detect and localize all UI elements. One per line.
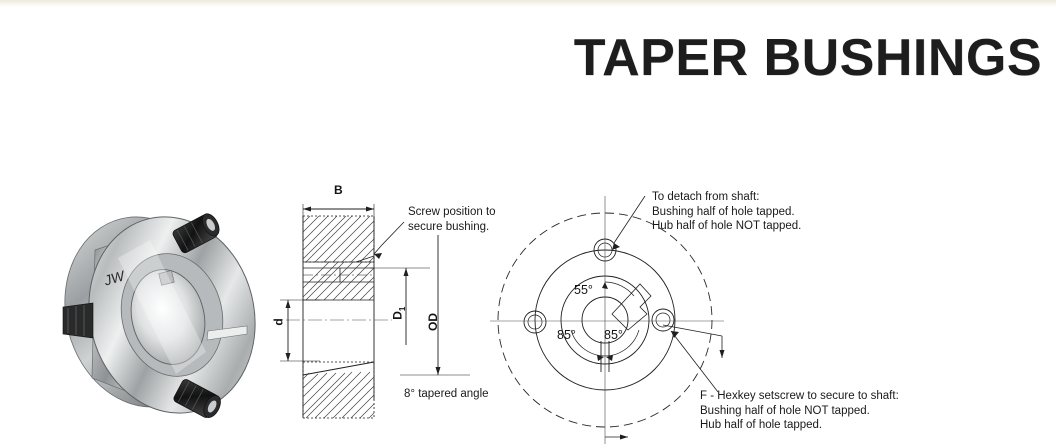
- taper-angle-annotation: 8° tapered angle: [404, 388, 489, 400]
- angle-label-85-left: 85°: [557, 328, 576, 342]
- bushing-keyway: [158, 270, 175, 286]
- screw-position-annotation: Screw position to secure bushing.: [408, 205, 496, 234]
- page-title: TAPER BUSHINGS: [573, 29, 1042, 87]
- detach-line-2: Bushing half of hole tapped.: [652, 205, 795, 218]
- bushing-highlight: [118, 240, 206, 374]
- section-hatch-lower: [302, 361, 375, 419]
- angle-label-85-right: 85°: [604, 328, 623, 342]
- b-dimension-line: [302, 204, 375, 216]
- section-hatch-mid: [302, 261, 375, 301]
- bushing-bore: [130, 269, 206, 365]
- angle-arc-85-left: [570, 329, 606, 357]
- angle-label-55: 55°: [574, 283, 593, 297]
- detach-leader: [613, 195, 646, 244]
- screw-position-leader: [373, 221, 405, 255]
- section-arrow-bottom: [605, 434, 628, 440]
- setscrew-left: [62, 302, 94, 339]
- dimension-label-od: OD: [426, 313, 440, 331]
- bushing-split-slot: [206, 325, 248, 341]
- setscrew-hole-right: [651, 308, 675, 332]
- setscrew-leader: [670, 330, 719, 393]
- angle-arc-55: [604, 281, 635, 297]
- screw-position-line-1: Screw position to: [408, 206, 496, 218]
- screw-position-line-2: secure bushing.: [408, 220, 490, 233]
- keyway-detail-shape: [611, 283, 652, 331]
- screw-bore-detail: [303, 255, 375, 283]
- dimension-label-d1-subscript: 1: [397, 306, 407, 312]
- hexkey-setscrew-annotation: F - Hexkey setscrew to secure to shaft: …: [700, 389, 899, 433]
- dimension-label-d1: D1: [390, 307, 406, 320]
- section-hatch-upper: [302, 215, 375, 263]
- detach-line-1: To detach from shaft:: [652, 191, 760, 203]
- detach-line-3: Hub half of hole NOT tapped.: [652, 220, 802, 232]
- d-dimension-line: [280, 299, 320, 362]
- dimension-label-b: B: [334, 183, 343, 197]
- setscrew-line-3: Hub half of hole tapped.: [700, 419, 823, 431]
- setscrew-hole-left: [523, 310, 547, 334]
- setscrew-line-1: F - Hexkey setscrew to secure to shaft:: [700, 390, 899, 402]
- setscrew-top: [172, 213, 220, 254]
- setscrew-bottom: [173, 379, 221, 418]
- front-view-group: [490, 195, 725, 444]
- top-edge-band: [0, 0, 1056, 7]
- d1-dimension-line: [370, 267, 430, 345]
- cross-section-group: [280, 204, 470, 419]
- section-arrow-right: [662, 324, 725, 358]
- hub-outline-circle: [497, 212, 713, 428]
- angle-arc-85-right: [604, 329, 640, 357]
- od-dimension-line: [400, 235, 470, 376]
- dimension-label-d: d: [271, 318, 286, 326]
- detach-from-shaft-annotation: To detach from shaft: Bushing half of ho…: [652, 190, 801, 234]
- dimension-label-d1-main: D: [390, 311, 405, 320]
- bushing-photo-group: [62, 213, 256, 418]
- setscrew-line-2: Bushing half of hole NOT tapped.: [700, 404, 870, 417]
